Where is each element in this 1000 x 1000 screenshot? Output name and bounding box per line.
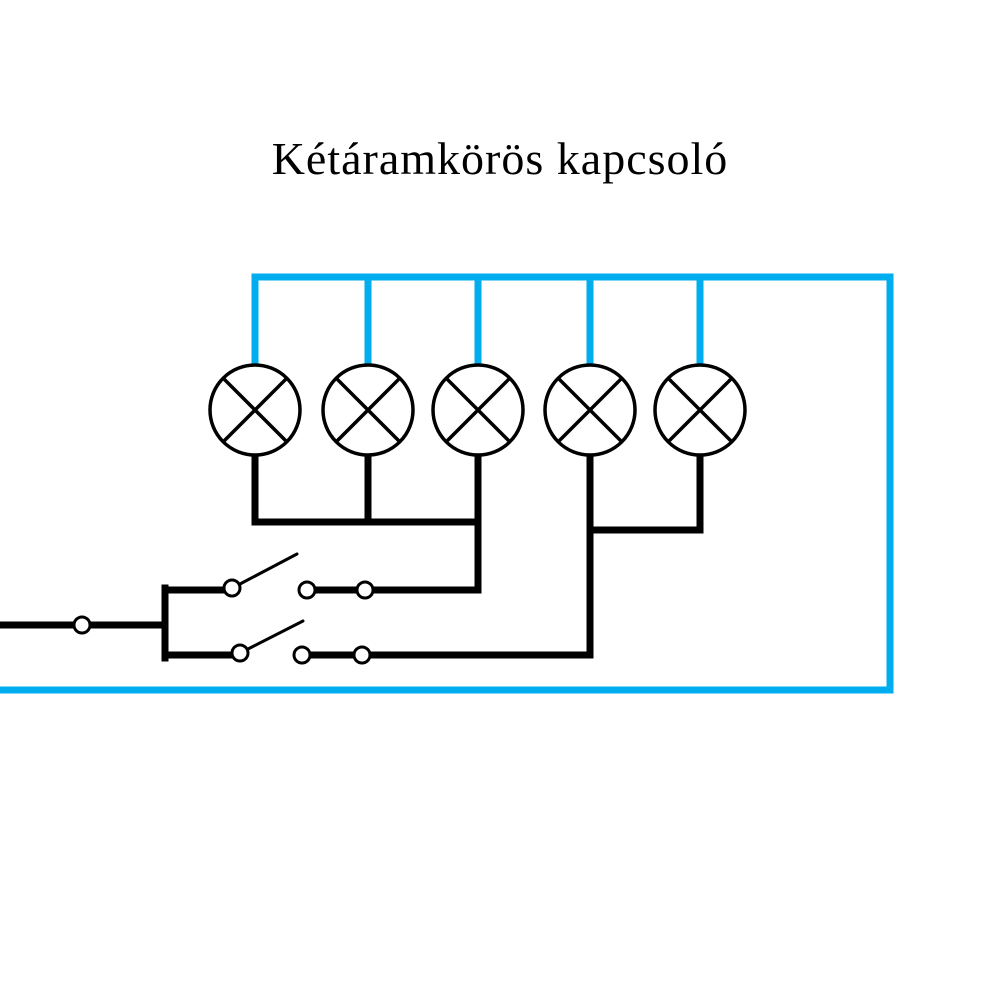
switch-2-blade [246,619,305,651]
live-wire-group [0,273,894,694]
lamp-symbol-3 [431,363,525,457]
switch-2-output-terminal [352,645,372,665]
lamp-4-cross-b [556,376,624,444]
switch-2-contact-terminal [292,645,312,665]
terminal-group [72,578,375,665]
switched-wire-group [0,451,704,662]
switch-1-output-terminal [355,580,375,600]
switch-1-contact-terminal [297,580,317,600]
lamp-5-cross-b [666,376,734,444]
lamp-3-cross-b [444,376,512,444]
supply-terminal [72,615,92,635]
switch-1-pivot-terminal [222,578,242,598]
diagram-title: Kétáramkörös kapcsoló [271,133,729,184]
lamp-symbol-4 [543,363,637,457]
switch-1-blade [238,552,299,586]
switch-blade-group [238,552,305,651]
lamp-1-cross-b [221,376,289,444]
lamp-2-cross-b [334,376,402,444]
lamp-symbol-1 [208,363,302,457]
lamp-group [208,363,747,457]
lamp-symbol-5 [653,363,747,457]
live-wire-loop [0,273,894,694]
lamp-symbol-2 [321,363,415,457]
switch-2-pivot-terminal [230,643,250,663]
